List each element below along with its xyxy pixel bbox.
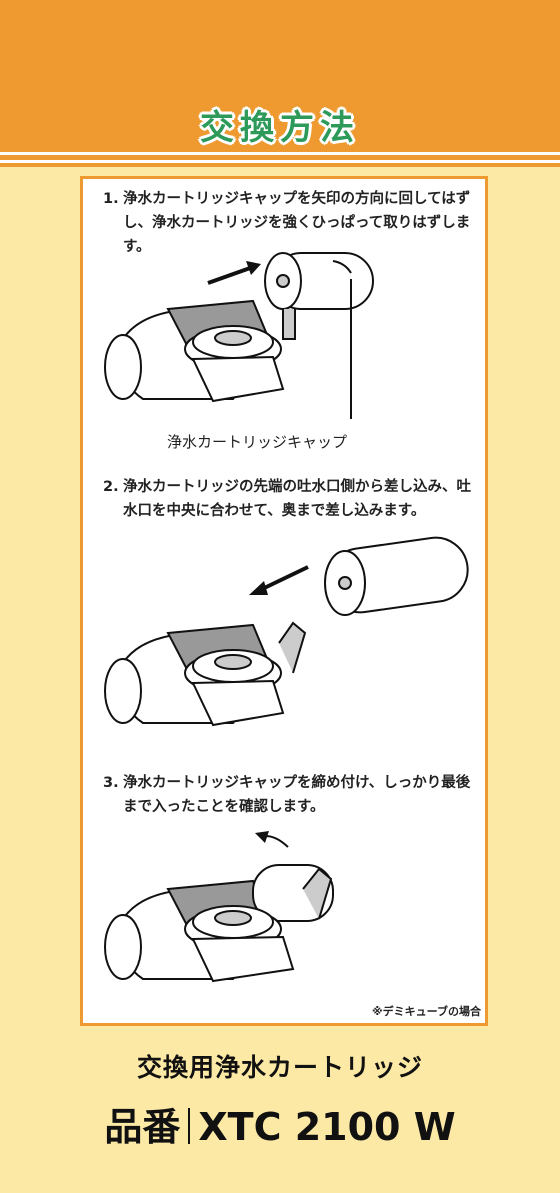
product-code-line: 品番 XTC 2100 W — [0, 1096, 560, 1151]
model-note: ※デミキューブの場合 — [371, 1005, 481, 1018]
divider-line — [0, 155, 560, 160]
step-number: 3. — [103, 775, 119, 791]
product-code-label: 品番 — [104, 1105, 181, 1149]
step-text: 浄水カートリッジキャップを矢印の方向に回してはずし、浄水カートリッジを強くひっぱ… — [123, 191, 471, 255]
product-code: XTC 2100 W — [198, 1105, 456, 1149]
header-band — [0, 0, 560, 152]
step-number: 2. — [103, 479, 119, 495]
divider-line — [0, 163, 560, 167]
divider-bar — [188, 1108, 191, 1144]
divider-line — [0, 160, 560, 163]
step-text: 浄水カートリッジキャップを締め付け、しっかり最後まで入ったことを確認します。 — [123, 775, 471, 815]
step-number: 1. — [103, 191, 119, 207]
instruction-card: 1. 浄水カートリッジキャップを矢印の方向に回してはずし、浄水カートリッジを強く… — [80, 176, 488, 1026]
step-text: 浄水カートリッジの先端の吐水口側から差し込み、吐水口を中央に合わせて、奥まで差し… — [123, 479, 471, 519]
divider-line — [0, 152, 560, 155]
faucet-illustration-3 — [104, 831, 334, 983]
faucet-illustration-2 — [104, 536, 469, 727]
cap-label: 浄水カートリッジキャップ — [167, 433, 348, 451]
faucet-illustration-1 — [104, 252, 374, 419]
product-name: 交換用浄水カートリッジ — [136, 1053, 423, 1082]
page-title: 交換方法 — [200, 108, 360, 148]
